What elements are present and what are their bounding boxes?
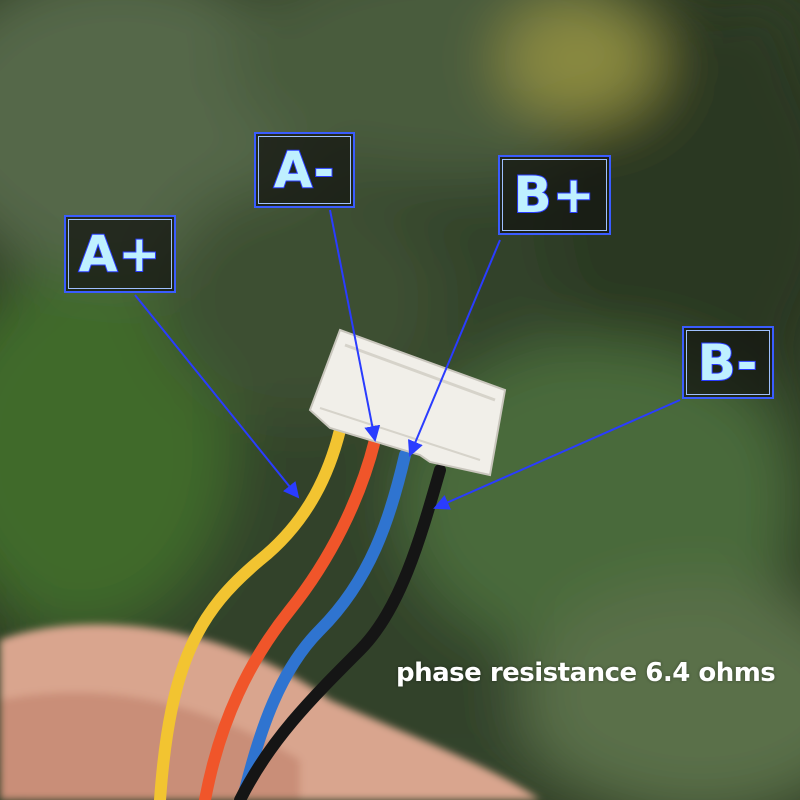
arrow-b-minus: [433, 399, 681, 510]
annotation-arrows: [134, 209, 681, 510]
label-b-plus: B+: [498, 155, 611, 235]
wire-black: [234, 464, 446, 800]
wire-orange: [199, 434, 381, 800]
wires: [154, 424, 446, 800]
arrow-b-plus: [408, 239, 501, 457]
arrow-a-minus: [329, 209, 381, 442]
label-a-plus: A+: [64, 215, 176, 293]
caption-text: phase resistance 6.4 ohms: [396, 658, 776, 688]
wire-yellow: [154, 424, 346, 800]
label-a-minus: A-: [254, 132, 355, 208]
connector: [308, 328, 507, 477]
wire-blue: [239, 449, 411, 796]
label-b-minus: B-: [682, 326, 774, 399]
arrow-a-plus: [134, 294, 300, 499]
